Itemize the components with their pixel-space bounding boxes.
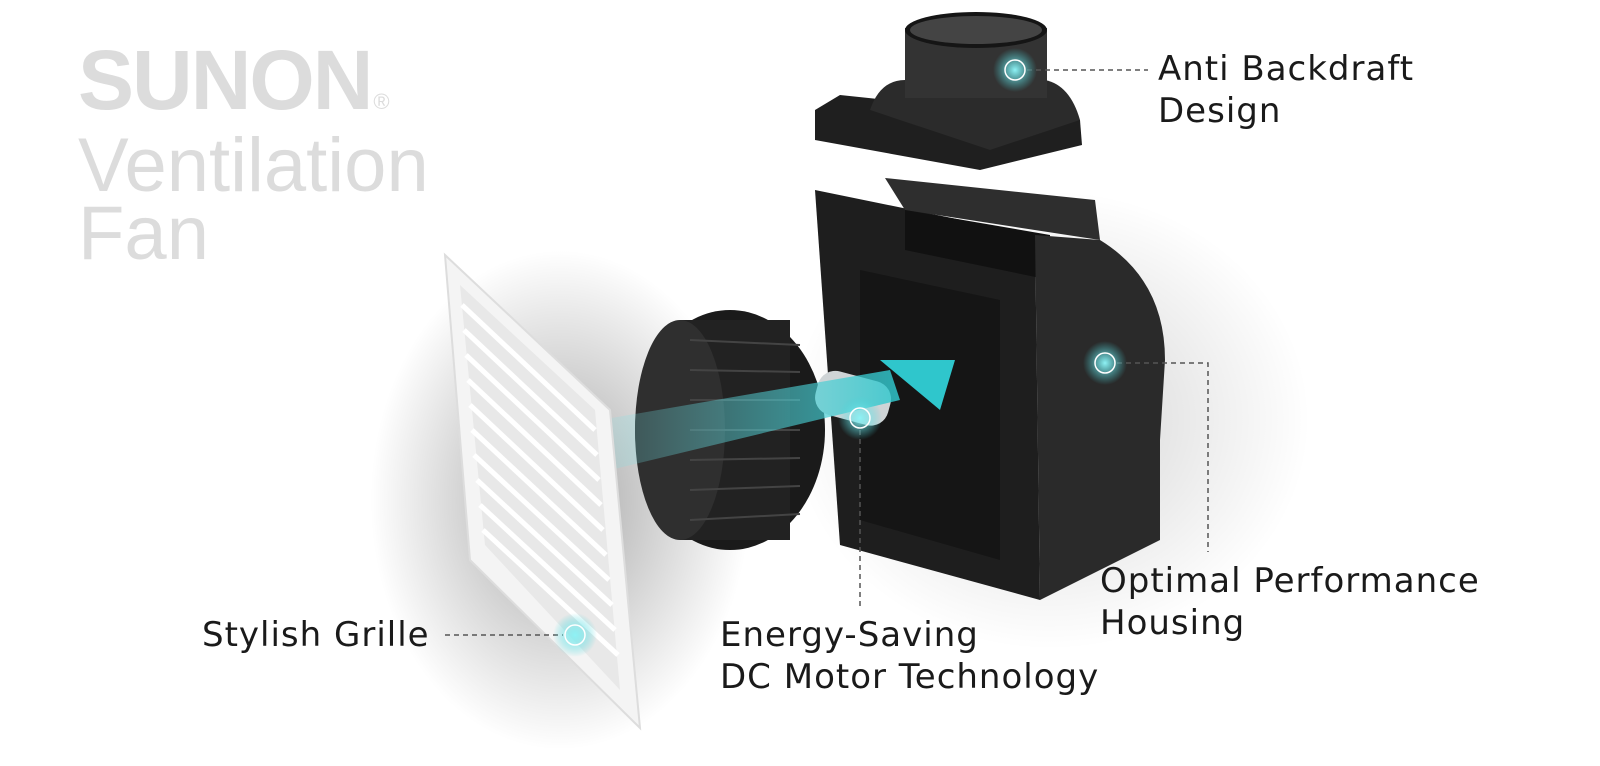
brand-logo: SUNON® xyxy=(78,38,390,122)
callout-backdraft-line1: Anti Backdraft xyxy=(1158,49,1415,89)
callout-grille: Stylish Grille xyxy=(202,614,430,656)
callout-backdraft: Anti Backdraft Design xyxy=(1158,48,1414,132)
airflow-beam xyxy=(600,370,900,470)
callout-markers xyxy=(553,48,1127,657)
callout-motor-line1: Energy-Saving xyxy=(720,615,979,655)
backdraft-adapter xyxy=(815,12,1082,170)
callout-housing-line1: Optimal Performance xyxy=(1100,561,1480,601)
callout-housing-line2: Housing xyxy=(1100,603,1246,643)
product-title-line2: Fan xyxy=(78,191,209,276)
callout-motor: Energy-Saving DC Motor Technology xyxy=(720,614,1099,698)
callout-backdraft-line2: Design xyxy=(1158,91,1282,131)
callout-housing: Optimal Performance Housing xyxy=(1100,560,1480,644)
brand-name: SUNON xyxy=(78,33,373,127)
airflow-arrow-icon xyxy=(880,360,955,410)
housing-leader-line xyxy=(1117,362,1209,552)
callout-motor-line2: DC Motor Technology xyxy=(720,657,1100,697)
registered-mark: ® xyxy=(373,89,389,114)
product-title: Ventilation Fan xyxy=(78,123,429,276)
grille xyxy=(443,252,642,731)
callout-grille-line1: Stylish Grille xyxy=(202,615,430,655)
product-title-line1: Ventilation xyxy=(78,123,429,208)
